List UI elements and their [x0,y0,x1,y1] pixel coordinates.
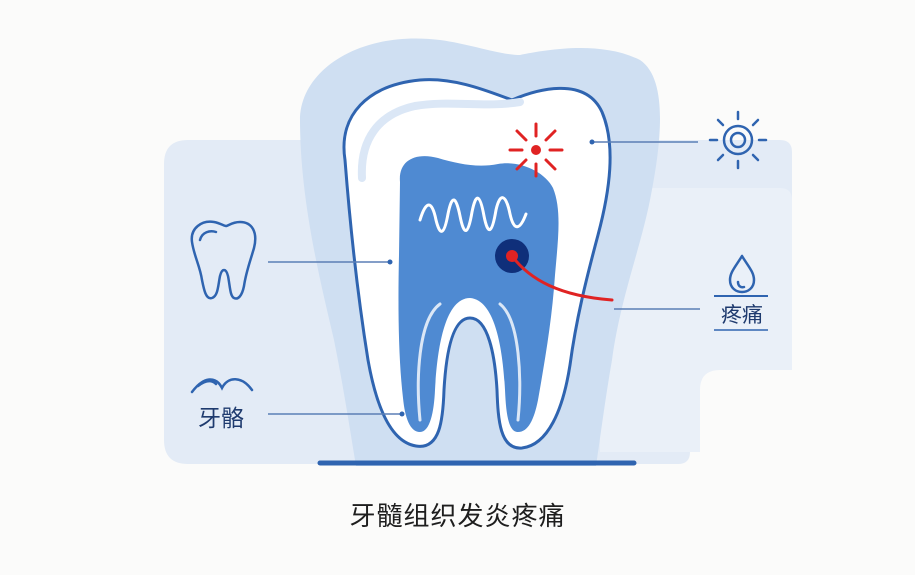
root-canal-right [498,302,522,422]
diagram-caption: 牙髓组织发炎疼痛 [349,502,566,532]
nerve-wave [418,196,528,233]
label-gum: 牙骼 [198,406,244,432]
enamel-highlight [357,98,524,182]
label-pain: 疼痛 [721,303,763,327]
background-panel-right [600,188,792,452]
callout-dot-sun [589,139,595,145]
tooth-outline-icon [190,220,257,300]
callout-dot-tooth [387,259,393,265]
callout-dot-gum [399,411,405,417]
gum-line-icon [190,378,254,394]
sun-icon [708,110,768,170]
water-drop-icon [728,254,756,294]
pain-pointer-line [510,254,614,302]
pain-burst-icon [508,122,564,178]
root-canal-left [416,302,442,422]
